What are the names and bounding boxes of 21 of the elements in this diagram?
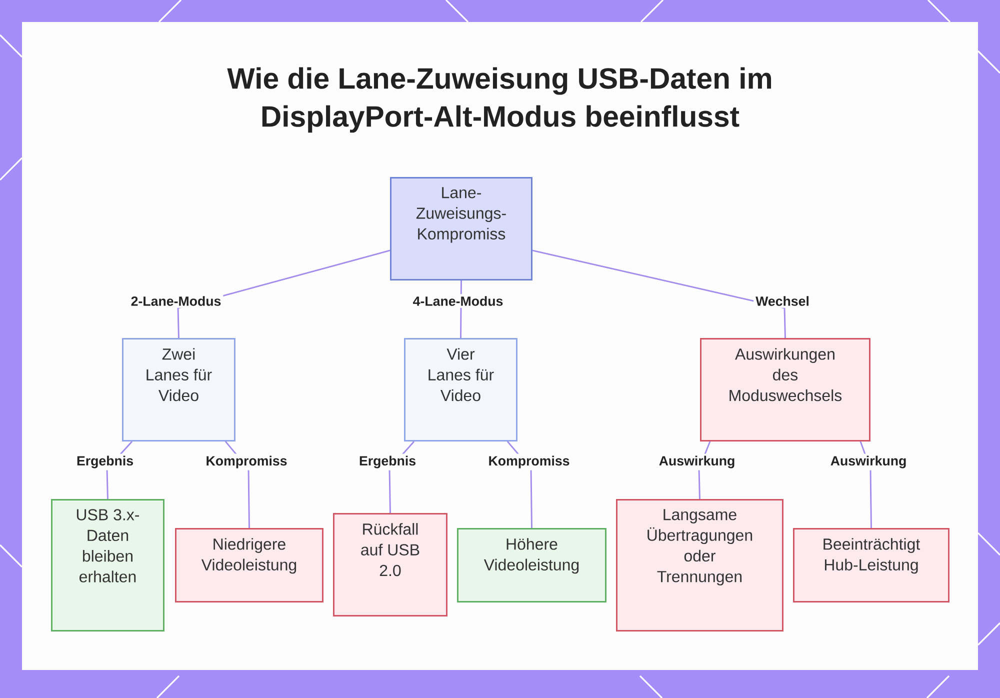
edge-label: Kompromiss [204, 454, 290, 470]
edge-label: Kompromiss [486, 454, 572, 470]
branch-box: Zwei Lanes für Video [122, 338, 236, 442]
result-box: USB 3.x-Daten bleiben erhalten [51, 499, 164, 632]
edge-label: 4-Lane-Modus [410, 294, 506, 308]
branch-box: Vier Lanes für Video [404, 338, 518, 442]
edge-label: Ergebnis [356, 454, 418, 470]
edge-label: Auswirkung [828, 454, 909, 470]
result-box: Beeinträchtigt Hub-Leistung [793, 528, 950, 602]
title: Wie die Lane-Zuweisung USB-Daten im DisplayPort-Alt-Modus beeinflusst [227, 67, 772, 133]
edge-label: Ergebnis [74, 454, 136, 470]
connector-line [532, 250, 786, 338]
topic-box: Lane-Zuweisungs-Kompromiss [390, 177, 532, 280]
result-box: Langsame Übertragungen oder Trennungen [616, 499, 784, 632]
result-box: Rückfall auf USB 2.0 [333, 513, 448, 616]
edge-label: Wechsel [754, 294, 812, 308]
edge-label: Auswirkung [656, 454, 738, 470]
branch-box: Auswirkungen des Moduswechsels [700, 338, 870, 442]
result-box: Höhere Videoleistung [457, 528, 606, 602]
edge-label: 2-Lane-Modus [128, 294, 224, 308]
result-box: Niedrigere Videoleistung [175, 528, 324, 602]
